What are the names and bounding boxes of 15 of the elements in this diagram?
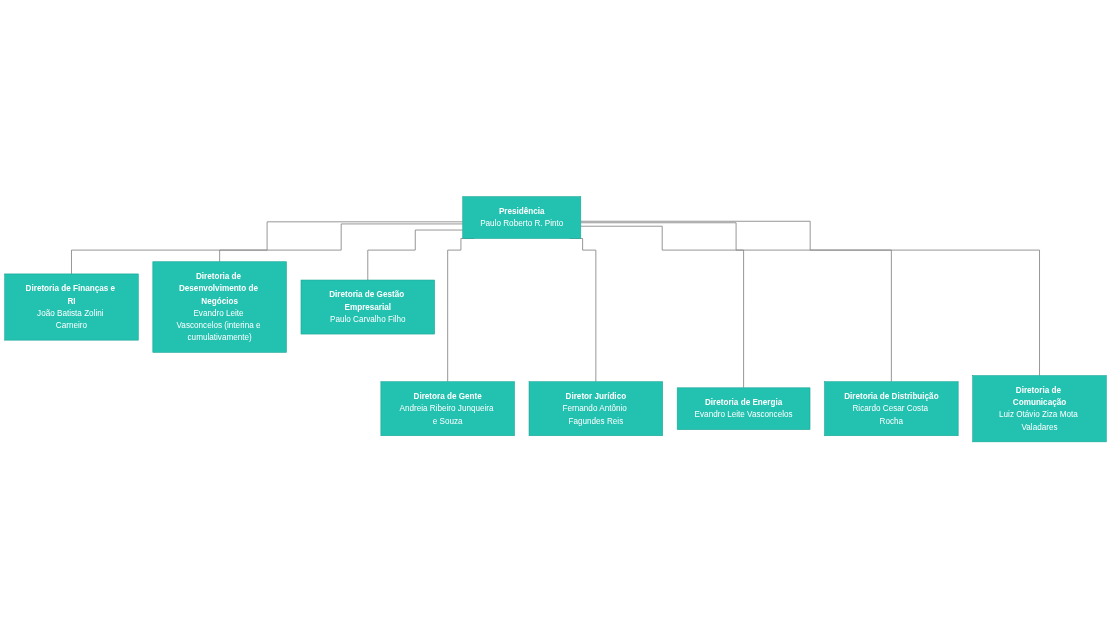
connector [580,221,1040,377]
connector [71,221,464,275]
node-box: Diretoria de Distribuição Ricardo Cesar Costa Rocha [824,381,959,437]
node-box: Diretoria de Comunicação Luiz Otávio Ziza Mota Valadares [972,375,1107,443]
node-box: Diretor Jurídico Fernando Antônio Fagundes Reis [528,381,663,437]
node-box: Diretoria de Finanças e RI João Batista Zolini Carneiro [4,273,139,341]
node-box: Diretoria de Desenvolvimento de Negócios Evandro Leite Vasconcelos (interina e cumulativamente) [152,261,287,353]
node-box: Diretoria de Energia Evandro Leite Vasconcelos [676,387,811,431]
connector [367,229,464,281]
node-box: Diretora de Gente Andreia Ribeiro Junqueira e Souza [380,381,515,437]
node-box: Diretoria de Gestão Empresarial Paulo Carvalho Filho [300,279,435,335]
connector [580,226,745,389]
connector [580,222,892,383]
connector [219,223,464,263]
node-box: Presidência Paulo Roberto R. Pinto [462,196,582,239]
